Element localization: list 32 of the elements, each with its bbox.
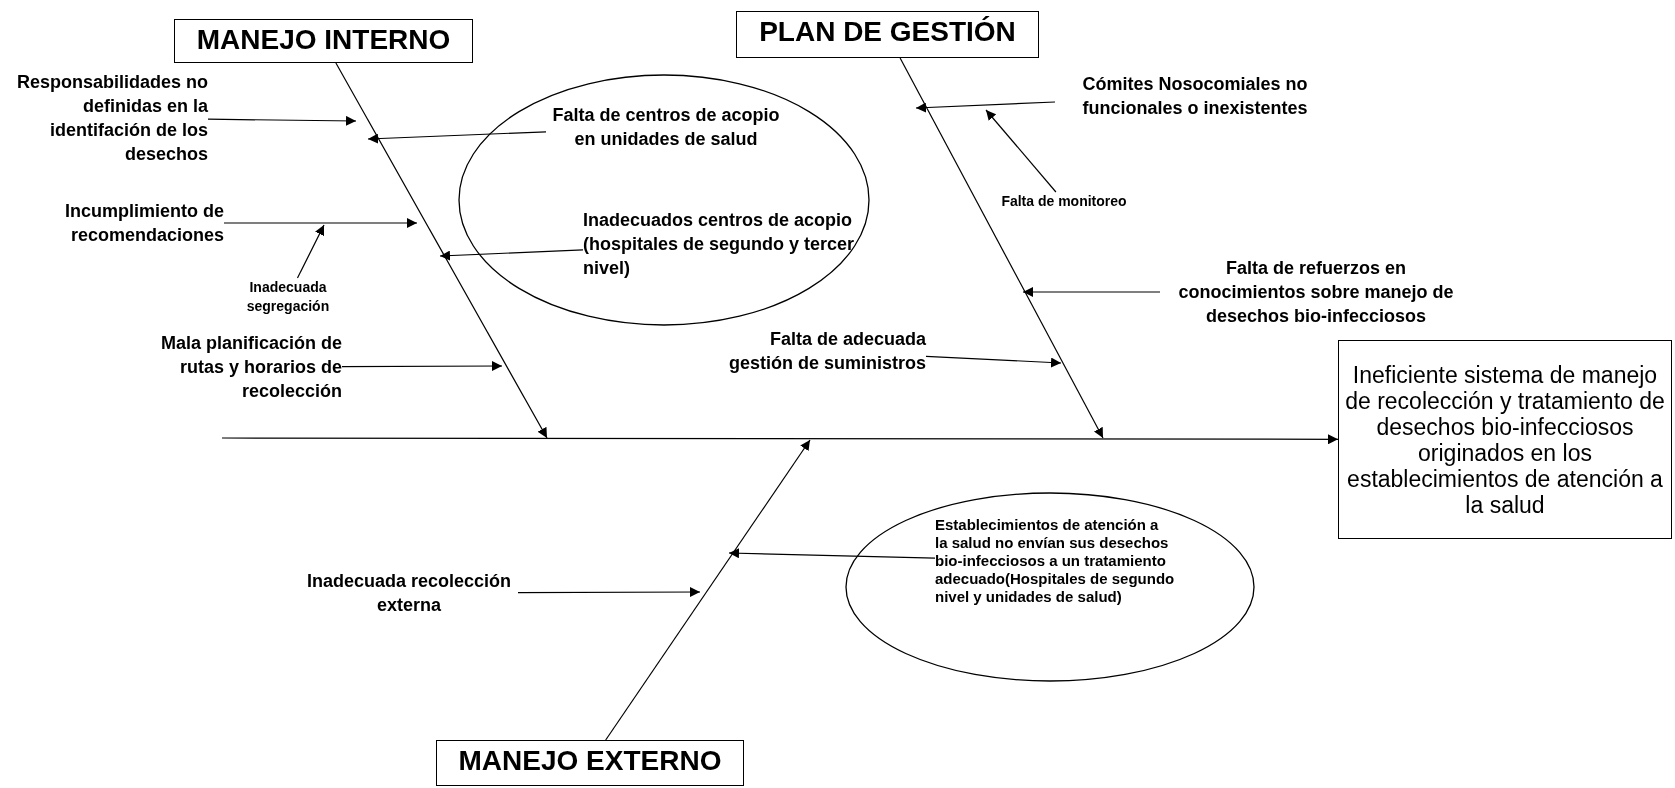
cause-label: Inadecuados centros de acopio (hospitales de segundo y tercer nivel) (583, 208, 863, 280)
cause-label: Falta de monitoreo (994, 192, 1134, 211)
cause-label: Inadecuada recolección externa (300, 569, 518, 617)
cause-label: Cómites Nosocomiales no funcionales o inexistentes (1055, 72, 1335, 120)
bone-arrow (899, 57, 1104, 439)
arrow (341, 361, 503, 372)
arrow (728, 548, 936, 559)
cause-label: Incumplimiento de recomendaciones (10, 199, 224, 247)
cause-label: Falta de refuerzos en conocimientos sobre manejo de desechos bio-infecciosos (1160, 256, 1472, 328)
arrow (207, 115, 357, 126)
category-box: MANEJO EXTERNO (436, 740, 744, 786)
cause-label: Falta de adecuada gestión de suministros (716, 327, 926, 375)
bone-arrow (335, 62, 548, 439)
cause-label: Establecimientos de atención a la salud no envían sus desechos bio-infecciosos a un tratamiento adecuado(Hospitales de segundo nivel y unidades de salud) (935, 516, 1175, 606)
arrow (985, 109, 1057, 193)
cause-label: Mala planificación de rutas y horarios de recolección (120, 331, 342, 403)
arrow (296, 224, 325, 279)
cause-label: Responsabilidades no definidas en la identifación de los desechos (8, 70, 208, 166)
category-box: PLAN DE GESTIÓN (736, 11, 1039, 58)
arrow (517, 587, 701, 598)
arrow (439, 249, 584, 261)
arrow (915, 101, 1056, 113)
arrow (367, 131, 547, 144)
arrow (1022, 287, 1161, 297)
spine-arrow (221, 434, 1339, 445)
arrow (223, 218, 418, 228)
cause-label: Inadecuada segregación (223, 278, 353, 316)
bone-arrow (605, 439, 811, 741)
arrow (925, 355, 1062, 368)
category-box: MANEJO INTERNO (174, 19, 473, 63)
cause-label: Falta de centros de acopio en unidades de salud (546, 103, 786, 151)
effect-box: Ineficiente sistema de manejo de recolección y tratamiento de desechos bio-infecciosos originados en los establecimientos de atención a la salud (1338, 340, 1672, 539)
